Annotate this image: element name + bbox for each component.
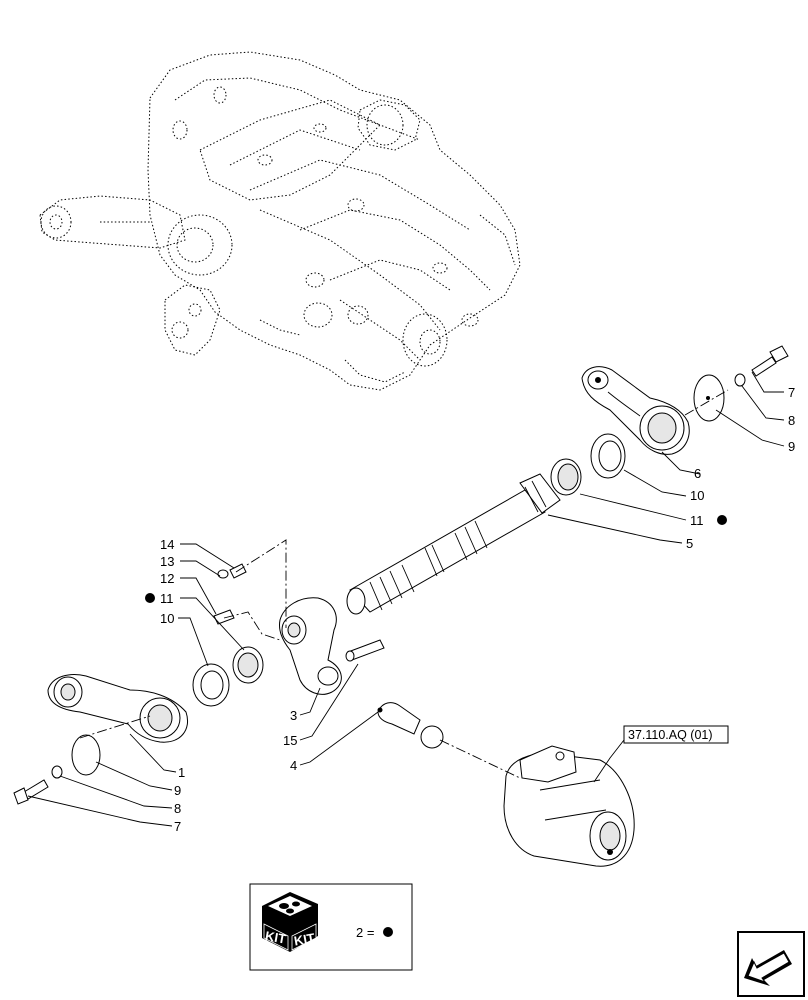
callout-7-right: 7	[788, 385, 795, 400]
ball-joint-4	[377, 702, 444, 749]
callout-11-right: 11	[690, 513, 704, 528]
kit-marker-right-icon	[717, 515, 727, 525]
right-seal-10	[590, 433, 626, 479]
callout-5: 5	[686, 536, 693, 551]
callout-8-right: 8	[788, 413, 795, 428]
callout-6: 6	[694, 466, 701, 481]
callout-8-left: 8	[174, 801, 181, 816]
assembly-center-lines	[79, 389, 729, 779]
leader-lines	[27, 371, 785, 827]
lift-shaft-5	[346, 473, 561, 615]
reference-label: 37.110.AQ (01)	[628, 728, 713, 742]
left-bolt-7	[13, 779, 49, 805]
callout-10-left: 10	[160, 611, 174, 626]
yoke-3	[279, 597, 342, 695]
rear-housing-context-illustration	[39, 51, 521, 391]
callout-10-right: 10	[690, 488, 704, 503]
callout-9-right: 9	[788, 439, 795, 454]
reference-link[interactable]: 37.110.AQ (01)	[623, 725, 729, 744]
callout-14: 14	[160, 537, 174, 552]
right-bush-11	[550, 458, 582, 496]
next-page-arrow-icon[interactable]	[737, 931, 805, 997]
callout-12: 12	[160, 571, 174, 586]
left-bush-11	[232, 646, 264, 684]
kit-text-right: KIT	[293, 930, 316, 948]
callout-1: 1	[178, 765, 185, 780]
callout-11-left: 11	[160, 591, 174, 606]
kit-equation: 2 =	[356, 925, 374, 940]
callout-numbers: 7 8 9 6 10 11 5 14 13 12 11 10 1 9 8 7 3…	[145, 385, 795, 834]
callout-4: 4	[290, 758, 297, 773]
callout-9-left: 9	[174, 783, 181, 798]
left-lift-arm	[47, 674, 188, 743]
kit-text-left: KIT	[264, 928, 287, 946]
callout-7-left: 7	[174, 819, 181, 834]
right-lift-arm	[581, 366, 690, 455]
clip-13	[217, 569, 229, 579]
kit-box-icon: KIT KIT	[262, 892, 318, 952]
right-washer-9	[693, 374, 725, 422]
callout-15: 15	[283, 733, 297, 748]
left-washer-8	[51, 765, 63, 779]
callout-3: 3	[290, 708, 297, 723]
kit-legend: KIT KIT 2 =	[249, 883, 413, 971]
left-seal-10	[192, 663, 230, 707]
left-washer-9	[71, 734, 101, 776]
right-washer-8	[734, 373, 746, 387]
callout-13: 13	[160, 554, 174, 569]
right-bolt-7	[751, 345, 789, 377]
kit-marker-legend-icon	[383, 927, 393, 937]
lift-cylinder	[503, 745, 635, 867]
roll-pin-12	[213, 609, 235, 625]
kit-marker-left-icon	[145, 593, 155, 603]
pin-15	[345, 639, 385, 662]
